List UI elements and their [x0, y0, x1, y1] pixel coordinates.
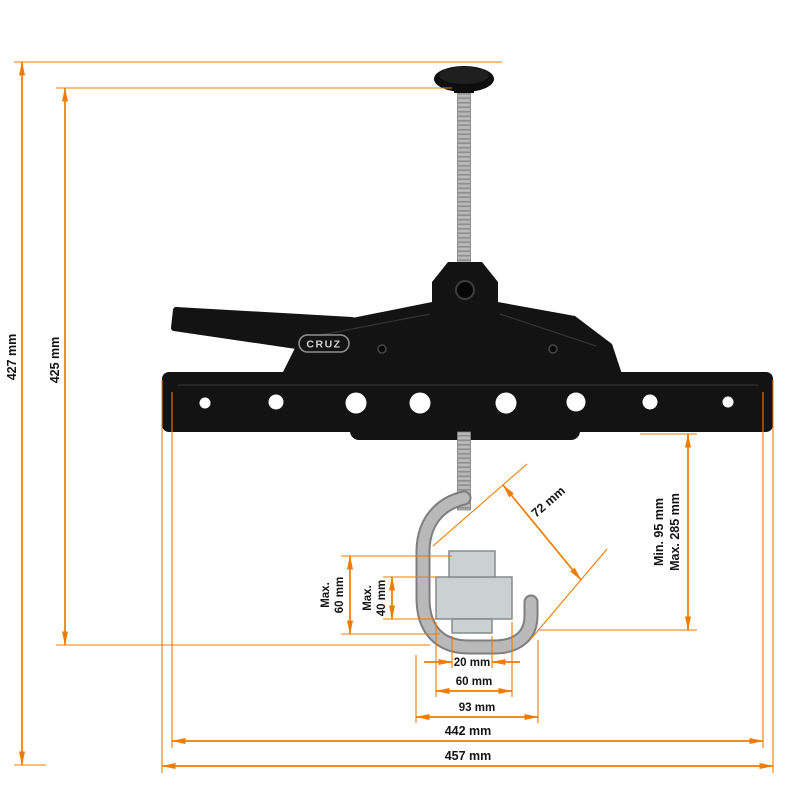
dim-label-drop-min: Min. 95 mm [652, 498, 666, 566]
body-screw-icon [548, 344, 558, 354]
dim-max-40: Max. 40 mm [362, 576, 437, 620]
beam-holes [199, 392, 734, 414]
rod-cap [432, 262, 498, 322]
cap-screw-icon [455, 280, 475, 300]
clamp-product: CRUZ [162, 66, 773, 655]
body-screw-icon [377, 344, 387, 354]
dim-label-max40-value: 40 mm [376, 580, 388, 616]
dim-label-max60-prefix: Max. [320, 582, 332, 608]
dim-label-93: 93 mm [459, 702, 495, 714]
dim-60: 60 mm [435, 622, 513, 697]
dim-20: 20 mm [424, 636, 520, 669]
clamp-knob [434, 66, 494, 93]
dim-label-457: 457 mm [445, 749, 492, 763]
body-seam-line [499, 313, 597, 347]
dim-label-60: 60 mm [456, 676, 492, 688]
dim-457: 457 mm [161, 380, 774, 773]
dim-min-max-drop: Min. 95 mm Max. 285 mm [538, 433, 697, 631]
dim-93: 93 mm [415, 640, 539, 723]
dim-label-72: 72 mm [529, 484, 568, 521]
dim-max-60: Max. 60 mm [320, 555, 452, 635]
brand-logo: CRUZ [298, 334, 350, 353]
dim-442: 442 mm [171, 392, 764, 748]
dim-label-442: 442 mm [445, 724, 492, 738]
dim-label-425: 425 mm [48, 337, 62, 384]
body-seam-line [304, 313, 431, 339]
dim-label-20: 20 mm [454, 657, 490, 669]
threaded-rod-lower [457, 431, 471, 511]
dim-label-drop-max: Max. 285 mm [668, 493, 682, 571]
clamp-body [282, 302, 622, 374]
dim-label-427: 427 mm [5, 334, 19, 381]
dim-427: 427 mm [5, 61, 502, 766]
crossbar-section [435, 550, 513, 634]
dim-425: 425 mm [48, 87, 452, 646]
crossbeam [162, 372, 773, 440]
dim-label-max40-prefix: Max. [362, 585, 374, 611]
brand-logo-text: CRUZ [306, 339, 341, 351]
dim-label-max60-value: 60 mm [334, 577, 346, 613]
threaded-rod-upper [457, 87, 471, 279]
